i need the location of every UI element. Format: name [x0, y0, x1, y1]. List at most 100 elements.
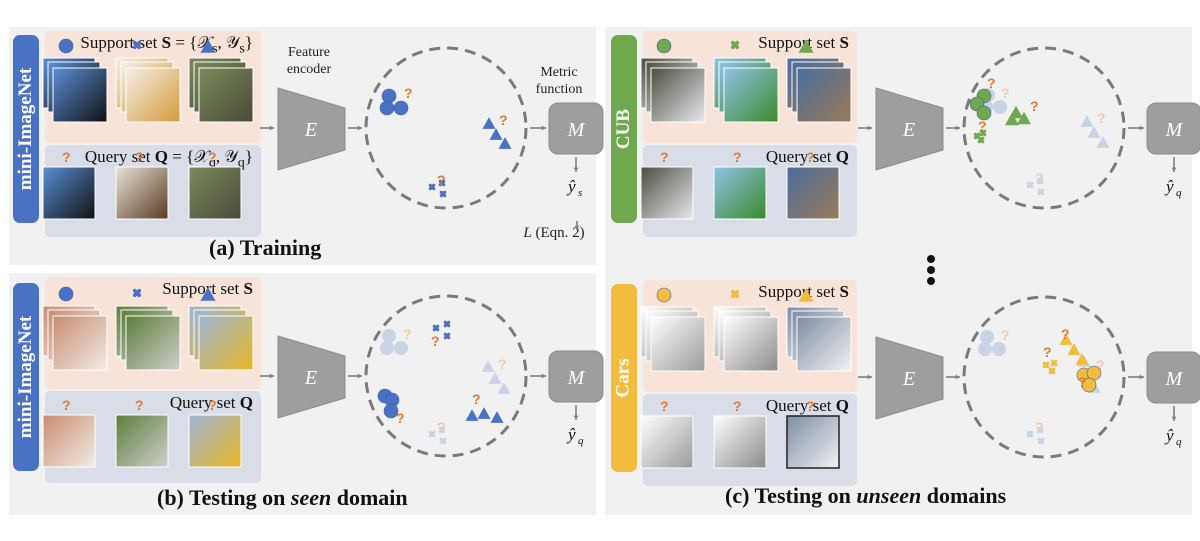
- prediction-label: ŷ: [566, 425, 576, 444]
- class-cross-icon: [1042, 361, 1050, 369]
- feature-encoder-block: [277, 335, 346, 419]
- encoder-letter: E: [902, 368, 915, 390]
- query-marker-icon: ?: [472, 391, 481, 407]
- class-triangle-icon: [488, 372, 502, 384]
- feature-encoder-block: [875, 336, 944, 420]
- query-marker-icon: ?: [1001, 85, 1010, 101]
- embedding-space-boundary: [962, 295, 1126, 459]
- query-marker-icon: ?: [396, 410, 405, 426]
- class-circle-icon: [379, 100, 395, 116]
- arrow-head-icon: [541, 373, 546, 379]
- class-cross-icon: [439, 190, 447, 198]
- arrow-head-icon: [269, 125, 274, 131]
- arrow-head-icon: [867, 125, 872, 131]
- support-class-triangle-icon: [798, 39, 814, 53]
- class-circle-icon: [992, 342, 1006, 356]
- metric-function-block: [548, 102, 604, 155]
- support-class-cross-icon: [132, 288, 142, 298]
- query-marker-icon: ?: [733, 149, 742, 165]
- prediction-label: ŷ: [566, 177, 576, 196]
- query-marker-icon: ?: [62, 149, 71, 165]
- support-image-tank: [198, 67, 254, 123]
- encoder-letter: E: [902, 119, 915, 141]
- query-marker-icon: ?: [1097, 110, 1106, 126]
- class-triangle-icon: [481, 360, 495, 372]
- query-image-albatross: [640, 166, 694, 220]
- class-cross-icon: [443, 332, 451, 340]
- support-class-circle-icon: [656, 287, 672, 303]
- query-image-toucan: [42, 166, 96, 220]
- support-image-husky: [125, 315, 181, 371]
- support-class-cross-icon: [132, 40, 142, 50]
- class-circle-icon: [976, 105, 992, 121]
- domain-label-mini-imagenet: mini-ImageNet: [13, 35, 39, 223]
- query-set-title: Query set Q: [765, 147, 849, 166]
- class-cross-icon: [432, 324, 440, 332]
- metric-letter: M: [567, 119, 586, 141]
- query-marker-icon: ?: [62, 397, 71, 413]
- metric-letter: M: [1165, 368, 1184, 390]
- class-triangle-icon: [1087, 126, 1101, 138]
- support-image-SUV: [723, 316, 779, 372]
- query-marker-icon: ?: [987, 75, 996, 91]
- class-cross-icon: [1048, 367, 1056, 375]
- query-set-title: Query set Q: [765, 396, 849, 415]
- query-image-bowl: [42, 414, 96, 468]
- class-cross-icon: [439, 437, 447, 445]
- class-circle-icon: [978, 342, 992, 356]
- arrow-head-icon: [269, 373, 274, 379]
- support-class-cross-icon: [730, 289, 740, 299]
- prediction-subscript: s: [578, 187, 582, 199]
- loss-label: L (Eqn. 2): [523, 225, 585, 241]
- arrow-head-icon: [867, 374, 872, 380]
- metric-function-block: [548, 350, 604, 403]
- query-image-grebe: [786, 166, 840, 220]
- ellipsis-icon: [927, 255, 935, 288]
- feature-encoder-block: [277, 87, 346, 171]
- metric-letter: M: [1165, 119, 1184, 141]
- support-class-cross-icon: [730, 40, 740, 50]
- metric-function-block: [1146, 102, 1200, 155]
- support-image-soup-dish: [125, 67, 181, 123]
- query-marker-icon: ?: [1030, 98, 1039, 114]
- class-circle-icon: [980, 330, 994, 344]
- query-marker-icon: ?: [437, 172, 446, 188]
- class-triangle-icon: [482, 117, 496, 129]
- class-cross-icon: [979, 129, 987, 137]
- class-circle-icon: [394, 341, 408, 355]
- support-image-toucan: [52, 67, 108, 123]
- class-triangle-icon: [490, 411, 504, 423]
- support-class-circle-icon: [58, 286, 74, 302]
- panel-caption: (a) Training: [209, 235, 322, 260]
- arrow-head-icon: [1139, 374, 1144, 380]
- class-cross-icon: [428, 430, 436, 438]
- class-cross-icon: [1026, 430, 1034, 438]
- class-triangle-icon: [498, 137, 512, 149]
- class-circle-icon: [393, 100, 409, 116]
- arrow-head-icon: [541, 125, 546, 131]
- query-marker-icon: ?: [135, 149, 144, 165]
- class-triangle-icon: [489, 128, 503, 140]
- query-marker-icon: ?: [1043, 344, 1052, 360]
- class-triangle-icon: [1080, 115, 1094, 127]
- class-cross-icon: [443, 320, 451, 328]
- class-cross-icon: [1036, 426, 1044, 434]
- class-cross-icon: [428, 183, 436, 191]
- query-image-SUV: [713, 415, 767, 469]
- support-image-grebe: [796, 67, 852, 123]
- embedding-space-boundary: [364, 294, 528, 458]
- panel-caption: (b) Testing on seen domain: [157, 485, 408, 510]
- query-image-soup-bowl: [115, 166, 169, 220]
- class-triangle-icon: [1059, 333, 1073, 345]
- query-marker-icon: ?: [499, 112, 508, 128]
- support-class-circle-icon: [656, 38, 672, 54]
- metric-letter: M: [567, 367, 586, 389]
- support-image-green-jay: [723, 67, 779, 123]
- prediction-subscript: q: [1176, 187, 1182, 199]
- query-image-sedan: [640, 415, 694, 469]
- query-marker-icon: ?: [1096, 357, 1105, 373]
- arrow-head-icon: [1171, 416, 1177, 421]
- arrow-head-icon: [1171, 167, 1177, 172]
- query-image-school-bus: [188, 414, 242, 468]
